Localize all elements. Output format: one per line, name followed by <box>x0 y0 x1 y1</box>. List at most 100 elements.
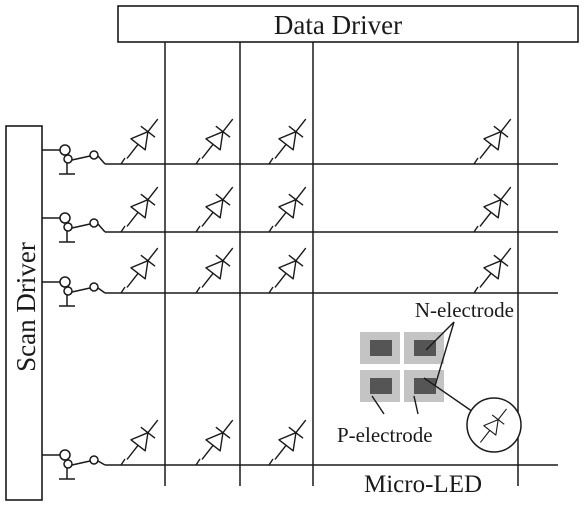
electrode-cell-2 <box>404 332 444 364</box>
diode-cathode-bar <box>493 125 509 138</box>
micro-led-diode-magnified <box>479 408 507 443</box>
switch-ground <box>59 162 75 175</box>
p-electrode-label: P-electrode <box>337 423 433 447</box>
diode-triangle <box>278 431 297 452</box>
switch-lever <box>71 155 91 161</box>
diode-cathode-bar <box>288 125 304 138</box>
scan-driver-label: Scan Driver <box>11 242 41 372</box>
diode-cathode-bar <box>215 125 231 138</box>
micro-led-diode <box>201 118 234 159</box>
switch-contact-bottom <box>63 286 73 296</box>
diode-cathode-bar <box>288 426 304 439</box>
diode-cathode-bar <box>493 254 509 267</box>
micro-led-diode <box>201 419 234 460</box>
micro-led-inset: N-electrode P-electrode Micro-LED <box>337 298 522 498</box>
diode-cathode-bar <box>288 254 304 267</box>
diode-row-lead <box>473 157 479 165</box>
diode-row-lead <box>195 458 201 466</box>
micro-led-diode <box>126 419 159 460</box>
switch-ground <box>59 230 75 243</box>
n-electrode-leader-top <box>425 321 455 351</box>
n-electrode-label: N-electrode <box>415 298 514 322</box>
diode-triangle <box>130 431 149 452</box>
n-electrode-leader-bottom <box>434 321 455 387</box>
scan-switch-2 <box>42 212 106 243</box>
diode-triangle <box>483 130 502 151</box>
data-driver-box <box>117 5 579 43</box>
diode-triangle <box>130 259 149 280</box>
diode-row-lead <box>473 286 479 294</box>
diode-triangle <box>278 130 297 151</box>
diode-lead <box>201 118 234 159</box>
diode-lead <box>201 186 234 227</box>
diode-lead <box>274 419 307 460</box>
diode-row-lead <box>120 225 126 233</box>
diode-lead <box>274 118 307 159</box>
diode-triangle <box>483 198 502 219</box>
diode-lead <box>126 118 159 159</box>
diode-lead <box>274 186 307 227</box>
diode-cathode-bar <box>140 426 156 439</box>
switch-contact-bottom <box>63 222 73 232</box>
switch-lever <box>71 287 91 293</box>
diode-lead <box>479 118 512 159</box>
diode-triangle <box>205 130 224 151</box>
data-driver-label: Data Driver <box>274 10 402 40</box>
switch-contact-bottom <box>63 459 73 469</box>
diode-cathode-bar <box>140 254 156 267</box>
switch-to-row <box>97 155 106 165</box>
n-electrode-pad <box>414 378 436 394</box>
n-electrode-pad <box>370 378 392 394</box>
scan-switch-4 <box>42 449 106 480</box>
micro-led-diode <box>274 419 307 460</box>
diode-row-lead <box>195 225 201 233</box>
switch-lever <box>71 223 91 229</box>
diode-row-lead <box>120 458 126 466</box>
diode-cathode-bar <box>493 193 509 206</box>
diode-cathode-bar <box>491 414 505 425</box>
diode-row-lead <box>195 157 201 165</box>
diode-row-lead <box>268 157 274 165</box>
micro-led-diode <box>201 247 234 288</box>
switch-contact-right <box>89 455 99 465</box>
micro-led-diode <box>126 186 159 227</box>
electrode-cell-1 <box>360 332 400 364</box>
electrode-pattern <box>360 332 444 402</box>
switch-to-row <box>97 287 106 294</box>
switch-lever <box>71 460 91 466</box>
scan-driver-box <box>5 125 43 501</box>
micro-led-diode <box>201 186 234 227</box>
diode-cathode-bar <box>140 125 156 138</box>
diode-row-lead <box>268 458 274 466</box>
switch-to-row <box>97 460 106 466</box>
diode-row-lead <box>268 286 274 294</box>
diode-lead <box>479 408 507 443</box>
scan-switch-1 <box>42 144 106 175</box>
p-electrode-leader-left <box>371 395 385 415</box>
switch-contact-top <box>59 212 71 224</box>
diode-lead <box>201 419 234 460</box>
micro-led-diode <box>479 118 512 159</box>
switch-contact-right <box>89 282 99 292</box>
diode-triangle <box>205 259 224 280</box>
micro-led-diode <box>274 247 307 288</box>
diode-row-lead <box>120 157 126 165</box>
micro-led-diode <box>274 118 307 159</box>
inset-leader-lines <box>371 321 477 415</box>
diode-cathode-bar <box>215 193 231 206</box>
switch-to-row <box>97 223 106 233</box>
micro-led-diode-icon <box>479 408 507 443</box>
micro-led-leader <box>423 377 477 415</box>
switch-contact-top <box>59 276 71 288</box>
scan-switches <box>42 144 106 480</box>
micro-led-diode <box>126 247 159 288</box>
diode-lead <box>126 186 159 227</box>
n-electrode-pad <box>414 340 436 356</box>
diode-triangle <box>130 198 149 219</box>
data-driver: Data Driver <box>117 5 579 43</box>
micro-led-label: Micro-LED <box>364 471 482 498</box>
electrode-cell-3 <box>360 370 400 402</box>
diode-lead <box>274 247 307 288</box>
micro-led-diode <box>274 186 307 227</box>
